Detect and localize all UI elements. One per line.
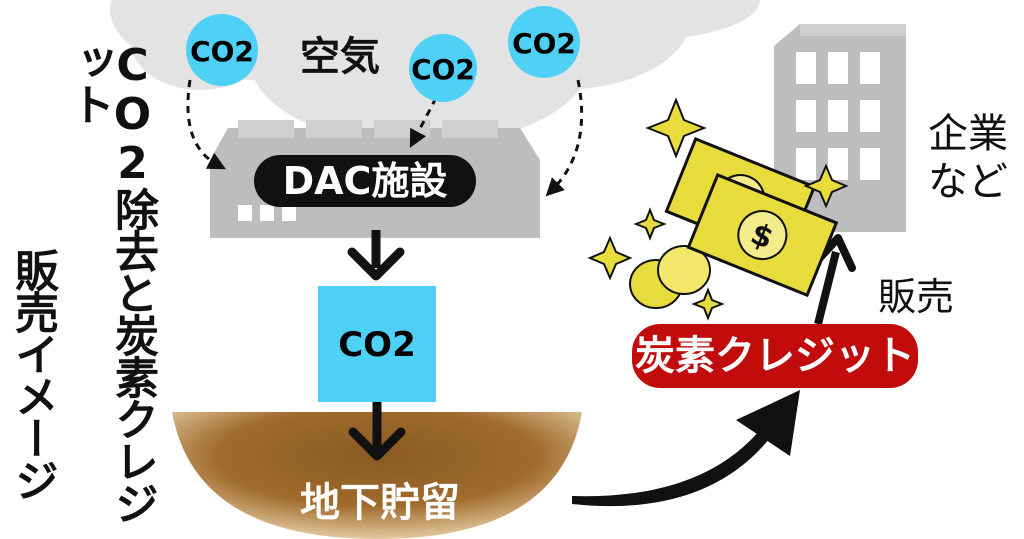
sell-label: 販売 <box>878 275 955 319</box>
co2-bubble-center-text: CO2 <box>411 53 475 86</box>
air-label: 空気 <box>300 34 380 80</box>
co2-box-text: CO2 <box>338 325 416 365</box>
arrow-co2-to-storage <box>348 402 406 461</box>
co2-bubble-center: CO2 <box>409 34 477 102</box>
arrow-dac-to-co2 <box>347 230 405 281</box>
underground-soil <box>172 412 582 539</box>
co2-bubble-left-text: CO2 <box>190 35 254 68</box>
underground-storage-label: 地下貯留 <box>300 480 460 526</box>
sparkle-icons <box>587 97 849 321</box>
co2-box: CO2 <box>318 286 436 402</box>
company-label: 企業 など <box>928 110 1008 206</box>
carbon-credit-label: 炭素クレジット <box>632 324 918 388</box>
title-line1: CO2除去と炭素クレジット <box>63 40 158 523</box>
co2-bubble-right-text: CO2 <box>512 27 576 60</box>
co2-bubble-left: CO2 <box>186 14 258 86</box>
company-label-line2: など <box>928 159 1008 205</box>
company-building <box>774 24 906 232</box>
title-line2: 販売イメージ <box>7 248 58 500</box>
dashed-arrow-left <box>186 79 226 170</box>
arrow-storage-to-credit <box>572 390 800 507</box>
dashed-arrow-right <box>545 79 584 197</box>
money-icon: $ $ <box>629 136 839 309</box>
co2-bubble-right: CO2 <box>508 6 580 78</box>
dashed-arrow-center <box>409 97 438 148</box>
dac-facility-label: DAC施設 <box>254 155 476 207</box>
company-label-line1: 企業 <box>928 111 1008 157</box>
